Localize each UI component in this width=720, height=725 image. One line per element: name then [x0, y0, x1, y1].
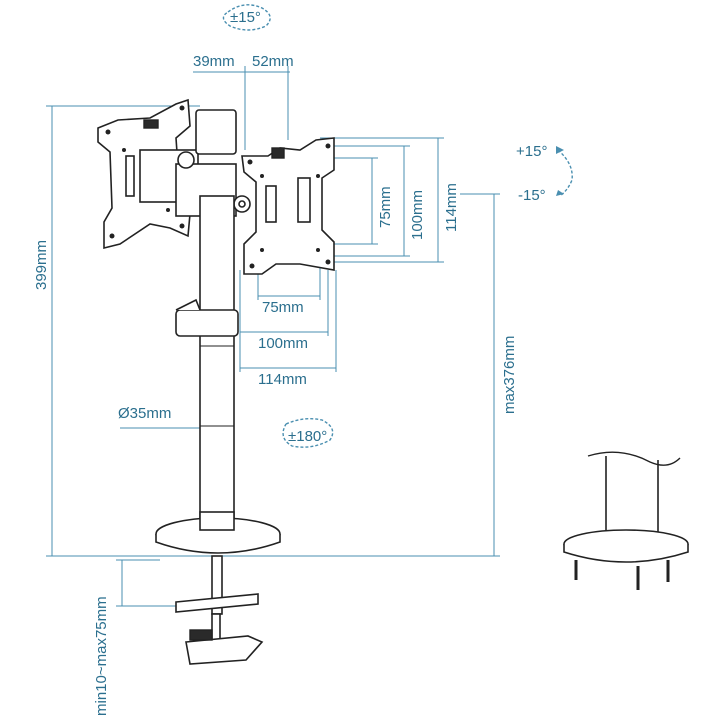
vesa-vertical-75-label: 75mm — [377, 186, 394, 228]
desk-base — [155, 511, 281, 554]
vesa-vertical-100-label: 100mm — [409, 190, 426, 240]
offset-right-label: 52mm — [252, 53, 294, 70]
desk-thickness-label: min10~max75mm — [93, 596, 110, 716]
tilt-down-label: -15° — [518, 187, 546, 204]
cable-clip — [175, 298, 239, 337]
vesa-horizontal-75-label: 75mm — [262, 299, 304, 316]
rotation-label: ±180° — [288, 428, 327, 445]
max-height-label: max376mm — [501, 336, 518, 414]
pole — [195, 109, 237, 527]
dimension-lines — [46, 66, 500, 607]
right-vesa-plate — [241, 137, 335, 275]
offset-left-label: 39mm — [193, 53, 235, 70]
pole-diameter-label: Ø35mm — [118, 405, 171, 422]
total-height-label: 399mm — [33, 240, 50, 290]
vesa-horizontal-100-label: 100mm — [258, 335, 308, 352]
grommet-detail — [563, 451, 689, 590]
desk-clamp — [175, 555, 264, 665]
tilt-top-label: ±15° — [230, 9, 261, 26]
rotation-arcs — [222, 4, 573, 448]
vesa-horizontal-114-label: 114mm — [258, 371, 307, 388]
vesa-vertical-114-label: 114mm — [443, 183, 460, 232]
tilt-up-label: +15° — [516, 143, 547, 160]
